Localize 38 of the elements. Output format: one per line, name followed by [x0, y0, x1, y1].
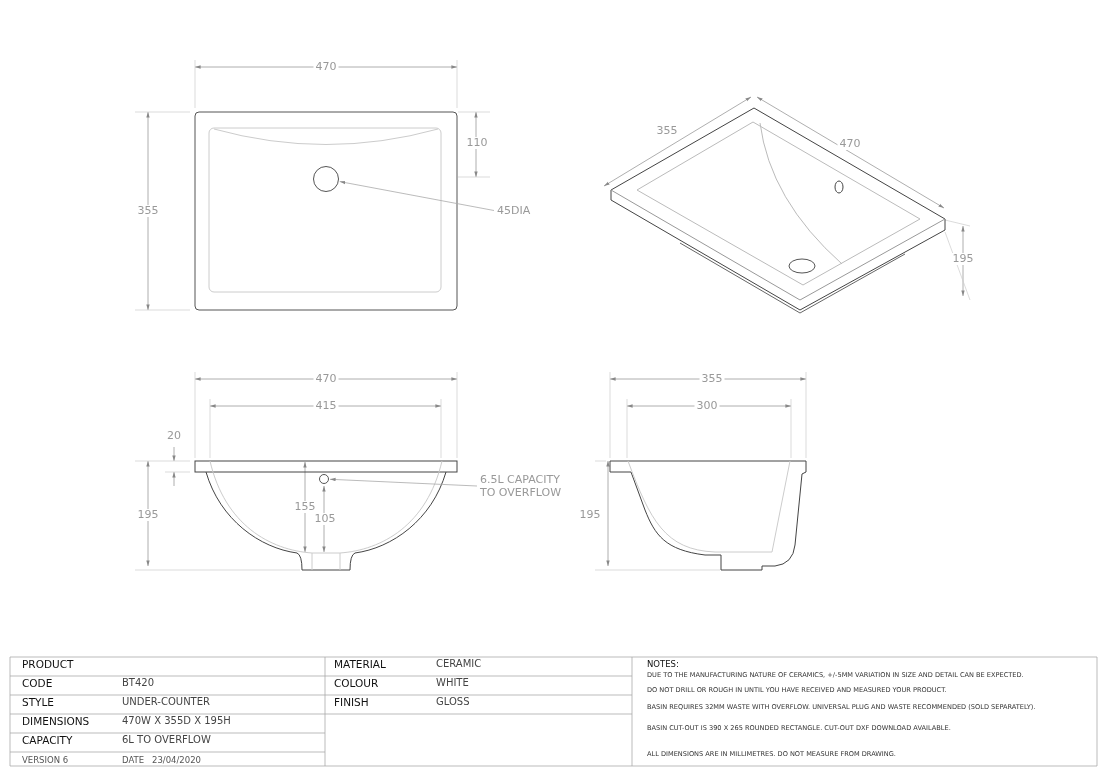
field-name: MATERIAL [334, 658, 386, 670]
field-name: DIMENSIONS [22, 715, 90, 727]
field-value: UNDER-COUNTER [122, 696, 210, 708]
overflow-hole [319, 474, 329, 484]
dimension-label: 110 [464, 137, 490, 149]
dimension-label: 105 [312, 513, 338, 525]
dimension-label: 470 [313, 61, 339, 73]
field-name: PRODUCT [22, 658, 74, 670]
dimension-label: 300 [694, 400, 720, 412]
field-name: CAPACITY [22, 734, 73, 746]
dimension-label: 355 [699, 373, 725, 385]
field-value: 470W X 355D X 195H [122, 715, 231, 727]
revision-text: DATE [122, 754, 145, 766]
field-name: CODE [22, 677, 53, 689]
dimension-label: 470 [837, 138, 863, 150]
drain-hole [313, 166, 339, 192]
dimension-label: 415 [313, 400, 339, 412]
revision-text: VERSION 6 [22, 754, 69, 766]
callout-text: 45DIA [497, 204, 557, 217]
dimension-label: 195 [577, 509, 603, 521]
revision-text: 23/04/2020 [152, 754, 201, 766]
dimension-label: 355 [654, 125, 680, 137]
dimension-label: 195 [950, 253, 976, 265]
dimension-label: 155 [292, 501, 318, 513]
field-name: STYLE [22, 696, 54, 708]
dimension-label: 195 [135, 509, 161, 521]
callout-text: 6.5L CAPACITY TO OVERFLOW [480, 473, 575, 499]
field-value: GLOSS [436, 696, 470, 708]
field-value: CERAMIC [436, 658, 482, 670]
field-name: FINISH [334, 696, 369, 708]
field-value: 6L TO OVERFLOW [122, 734, 211, 746]
field-value: WHITE [436, 677, 469, 689]
dimension-label: 20 [165, 430, 183, 442]
field-value: BT420 [122, 677, 155, 689]
dimension-label: 355 [135, 205, 161, 217]
dimension-label: 470 [313, 373, 339, 385]
field-name: COLOUR [334, 677, 379, 689]
notes-heading: NOTES: [647, 658, 679, 670]
